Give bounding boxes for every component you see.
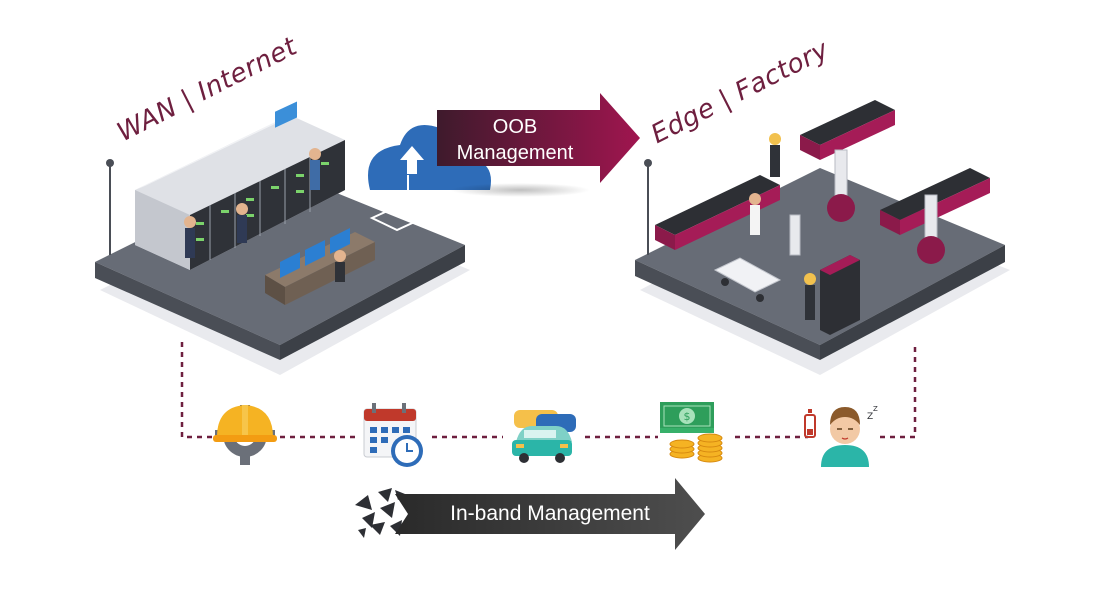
conveyor-belts — [655, 100, 990, 250]
factory-worker-figures — [749, 133, 816, 320]
agv-cart — [713, 257, 782, 302]
money-coins-icon: $ — [660, 402, 723, 463]
low-battery-sleepy-person-icon: Z Z — [804, 405, 878, 467]
wan-datacenter-illustration — [95, 101, 491, 375]
oob-line-2: Management — [456, 142, 574, 164]
cars-icon — [512, 410, 576, 463]
edge-factory-illustration — [635, 100, 1010, 375]
technician-figures — [184, 148, 321, 258]
control-panel — [820, 255, 860, 335]
oob-arrow-shadow — [450, 183, 590, 197]
monitoring-desk — [265, 101, 375, 305]
inband-arrow — [395, 478, 705, 550]
svg-text:Z: Z — [867, 412, 873, 422]
oob-management-label: OOB Management — [440, 114, 590, 166]
hardhat-gear-icon — [213, 405, 277, 465]
robot-arms — [789, 149, 945, 264]
oob-arrow — [437, 93, 640, 183]
svg-text:$: $ — [684, 410, 691, 423]
dotted-connector — [180, 342, 917, 439]
svg-text:Z: Z — [873, 405, 878, 413]
oob-line-1: OOB — [492, 116, 538, 138]
inband-management-label: In-band Management — [450, 502, 650, 525]
calendar-clock-icon — [363, 403, 423, 467]
